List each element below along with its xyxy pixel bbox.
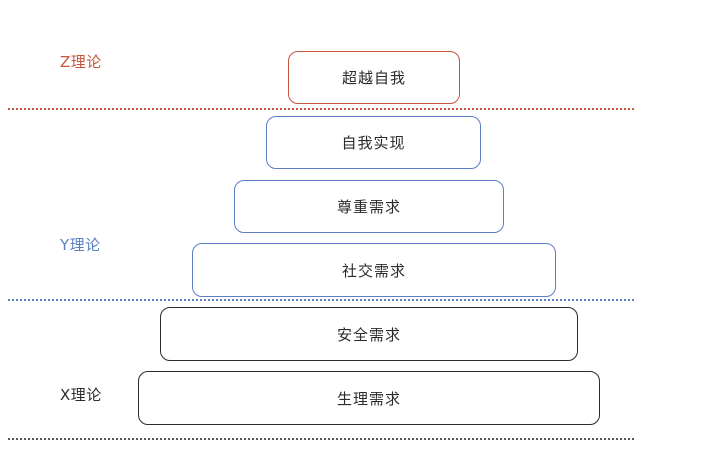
level-box-social-needs: 社交需求 <box>192 243 556 297</box>
level-label: 社交需求 <box>341 261 406 280</box>
level-box-self-actualization: 自我实现 <box>266 116 481 169</box>
level-box-esteem-needs: 尊重需求 <box>234 180 504 233</box>
theory-label-x: X理论 <box>60 386 102 404</box>
level-box-safety-needs: 安全需求 <box>160 307 578 361</box>
divider-bottom <box>8 438 634 440</box>
theory-label-z: Z理论 <box>60 53 102 71</box>
level-box-physiological-needs: 生理需求 <box>138 371 600 425</box>
level-label: 生理需求 <box>336 389 401 408</box>
divider-y-x <box>8 299 634 301</box>
divider-z-y <box>8 108 634 110</box>
level-label: 安全需求 <box>336 325 401 344</box>
level-label: 超越自我 <box>341 69 406 87</box>
level-box-self-transcendence: 超越自我 <box>288 51 460 104</box>
theory-label-y: Y理论 <box>60 236 101 254</box>
level-label: 尊重需求 <box>336 198 401 216</box>
level-label: 自我实现 <box>341 134 406 152</box>
